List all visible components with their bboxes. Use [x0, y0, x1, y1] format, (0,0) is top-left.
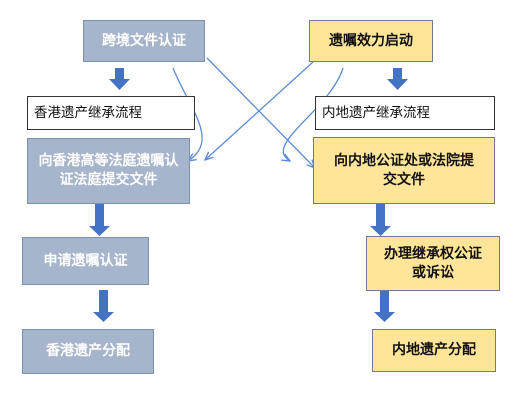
hk-start-box: 跨境文件认证 [83, 20, 205, 62]
mainland-process-label-box: 内地遗产继承流程 [315, 96, 495, 130]
mainland-step3-label: 内地遗产分配 [392, 342, 476, 359]
mainland-step1-label: 向内地公证处或法院提交文件 [334, 152, 474, 188]
connector-mainland-label-curve [283, 67, 344, 161]
down-arrow-mainland-3 [374, 290, 395, 322]
hk-step1-label: 向香港高等法庭遗嘱认证法庭提交文件 [38, 153, 179, 188]
hk-step3-label: 香港遗产分配 [46, 343, 130, 360]
connector-mainland-start-to-hk [205, 61, 314, 160]
hk-process-label: 香港遗产继承流程 [34, 104, 142, 121]
mainland-process-label: 内地遗产继承流程 [322, 104, 430, 121]
down-arrow-mainland-2 [370, 204, 391, 236]
hk-process-label-box: 香港遗产继承流程 [27, 96, 195, 130]
mainland-start-label: 遗嘱效力启动 [329, 32, 413, 49]
down-arrow-hk-2 [89, 204, 110, 236]
mainland-start-box: 遗嘱效力启动 [309, 20, 433, 62]
hk-step1-box: 向香港高等法庭遗嘱认证法庭提交文件 [27, 138, 190, 204]
mainland-step1-box: 向内地公证处或法院提交文件 [313, 137, 495, 204]
hk-start-label: 跨境文件认证 [102, 32, 186, 49]
hk-step2-box: 申请遗嘱认证 [22, 237, 149, 285]
hk-step3-box: 香港遗产分配 [22, 329, 154, 374]
down-arrow-hk-3 [93, 290, 114, 322]
hk-step2-label: 申请遗嘱认证 [43, 252, 128, 269]
mainland-step3-box: 内地遗产分配 [372, 329, 496, 372]
connector-hk-start-to-mainland [206, 57, 315, 168]
mainland-step2-box: 办理继承权公证或诉讼 [366, 236, 500, 291]
connector-hk-label-curve [172, 67, 203, 161]
down-arrow-hk-1 [109, 68, 130, 90]
mainland-step2-label: 办理继承权公证或诉讼 [384, 245, 482, 281]
down-arrow-mainland-1 [387, 68, 408, 90]
